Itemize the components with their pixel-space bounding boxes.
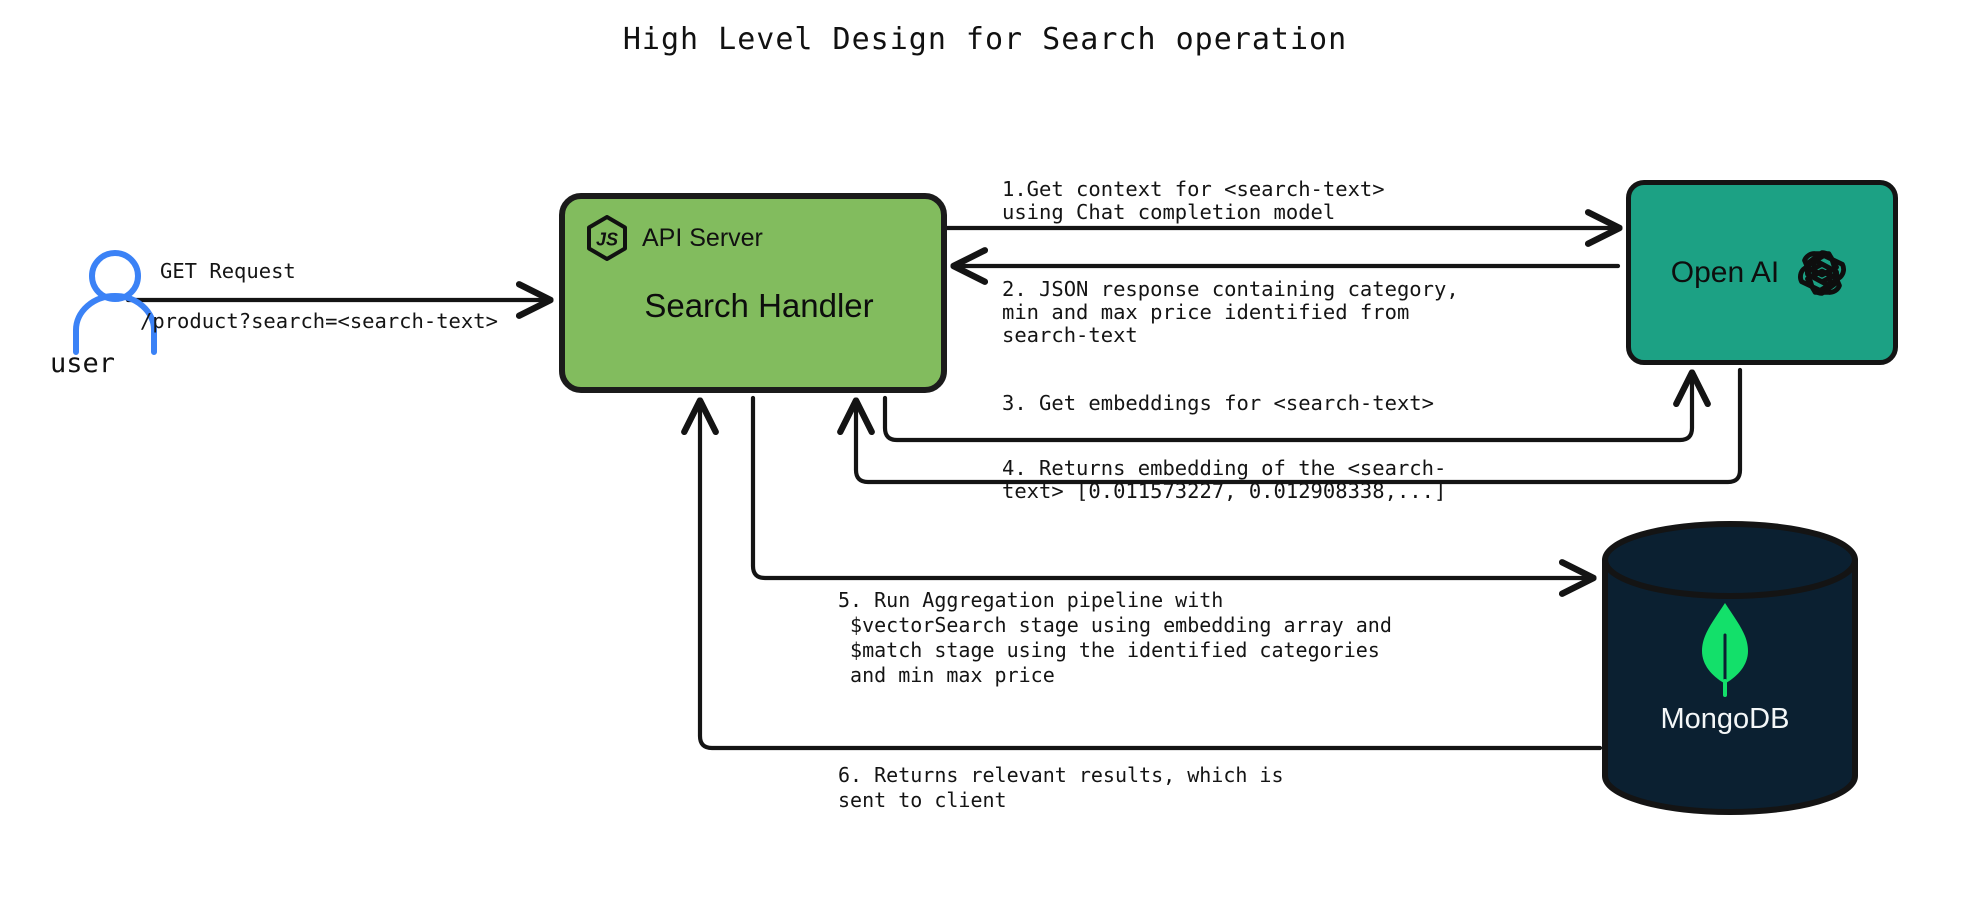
edge-label-step1-line2: using Chat completion model xyxy=(1002,200,1336,224)
node-openai[interactable]: Open AI xyxy=(1626,180,1898,365)
edge-label-step2-line3: search-text xyxy=(1002,323,1138,347)
page-title: High Level Design for Search operation xyxy=(622,22,1348,57)
edge-label-step4-line1: 4. Returns embedding of the <search- xyxy=(1002,456,1447,480)
node-mongodb[interactable]: MongoDB xyxy=(1600,524,1850,812)
api-server-header: JS API Server xyxy=(586,215,763,261)
edge-label-step4-line2: text> [0.011573227, 0.012908338,...] xyxy=(1002,479,1447,503)
edge-label-get-request: GET Request xyxy=(160,259,296,283)
mongodb-label: MongoDB xyxy=(1660,702,1790,735)
edge-step5-api-to-mongo xyxy=(750,395,1597,597)
user-label: user xyxy=(50,348,116,379)
node-api-server[interactable]: JS API Server Search Handler xyxy=(559,193,947,393)
edge-step6-mongo-to-api xyxy=(681,397,1603,751)
user-icon xyxy=(73,250,157,355)
edge-label-step3-line1: 3. Get embeddings for <search-text> xyxy=(1002,391,1434,415)
openai-label: Open AI xyxy=(1670,255,1780,289)
edge-label-step5-line2: $vectorSearch stage using embedding arra… xyxy=(838,613,1392,637)
api-server-title: Search Handler xyxy=(644,287,874,324)
openai-content: Open AI xyxy=(1631,185,1893,360)
edge-label-step1-line1: 1.Get context for <search-text> xyxy=(1002,177,1385,201)
api-server-badge-label: API Server xyxy=(642,223,763,252)
edge-label-step2-line1: 2. JSON response containing category, xyxy=(1002,277,1459,301)
mongodb-leaf-icon xyxy=(1702,602,1748,697)
nodejs-icon: JS xyxy=(587,215,627,261)
edge-label-step6-line1: 6. Returns relevant results, which is xyxy=(838,763,1284,787)
openai-icon xyxy=(1798,249,1847,296)
edge-label-step5-line4: and min max price xyxy=(838,663,1055,687)
edge-label-step2-line2: min and max price identified from xyxy=(1002,300,1410,324)
edge-label-step6-line2: sent to client xyxy=(838,788,1007,812)
mongodb-content: MongoDB xyxy=(1600,524,1850,812)
edge-step4-openai-to-api xyxy=(837,367,1743,485)
edge-label-step5-line3: $match stage using the identified catego… xyxy=(838,638,1380,662)
svg-text:JS: JS xyxy=(596,230,618,250)
mongodb-cylinder-shape xyxy=(1602,521,1858,815)
edge-label-request-path: /product?search=<search-text> xyxy=(140,309,498,333)
edge-label-step5-line1: 5. Run Aggregation pipeline with xyxy=(838,588,1224,612)
edge-step3-path xyxy=(882,369,1711,443)
